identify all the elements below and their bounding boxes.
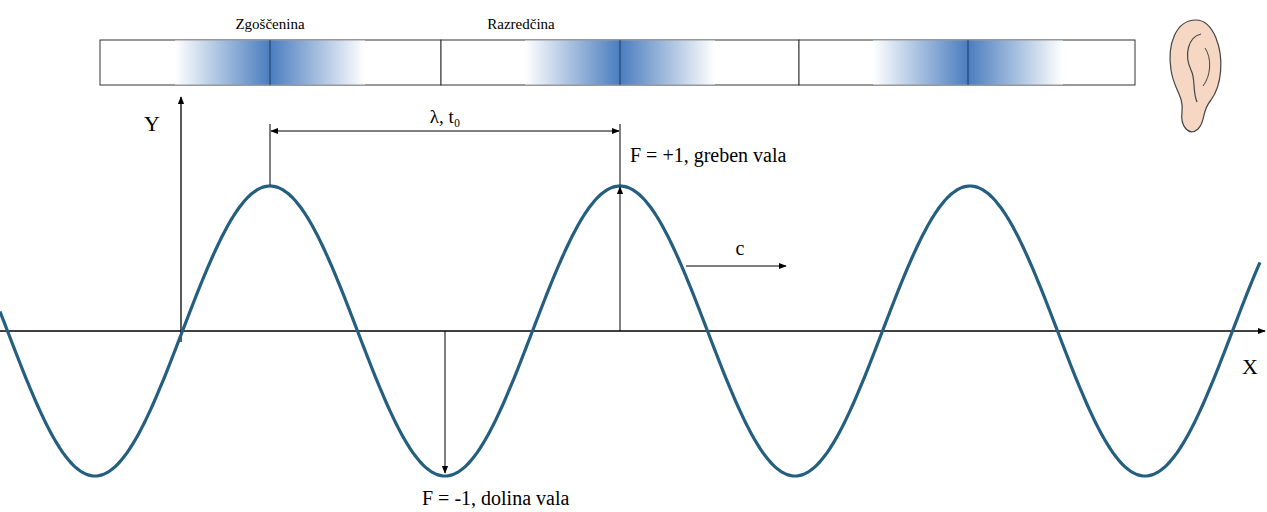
trough-label-holder: F = -1, dolina vala — [420, 487, 571, 509]
wavelength-label: λ, t₀ — [428, 106, 463, 127]
crest-label-holder: F = +1, greben vala — [628, 144, 788, 166]
compression-band — [525, 41, 715, 85]
axis-label: Y — [142, 111, 162, 136]
sine-wave — [0, 186, 1260, 476]
compression-label: Zgoščenina — [233, 16, 306, 32]
air-tube — [100, 40, 1135, 85]
axis-label-holder: Y — [142, 112, 162, 136]
compression-label-holder: Zgoščenina — [233, 15, 306, 33]
ear-fold — [1188, 34, 1201, 102]
x-axis — [0, 330, 1265, 331]
rarefaction-label: Razredčina — [485, 16, 556, 32]
ear-icon — [1170, 20, 1221, 132]
compression-center — [968, 40, 969, 85]
trough-arrow — [445, 331, 446, 473]
dimension-tick — [270, 124, 271, 185]
compression-center — [620, 40, 621, 85]
crest-arrow — [620, 187, 621, 331]
tube-segment — [799, 40, 1135, 85]
compression-center — [270, 40, 271, 85]
ear-outline — [1170, 20, 1221, 132]
crest-label: F = +1, greben vala — [628, 144, 788, 166]
wavelength-label-holder: λ, t₀ — [428, 107, 463, 128]
y-axis — [180, 97, 181, 342]
trough-label: F = -1, dolina vala — [420, 487, 571, 509]
velocity-label-holder: c — [734, 237, 747, 259]
axis-label-holder: X — [1240, 355, 1260, 379]
compression-band — [175, 41, 365, 85]
compression-band — [873, 41, 1063, 85]
axis-label: X — [1240, 354, 1260, 379]
ear-fold — [1203, 48, 1210, 86]
rarefaction-label-holder: Razredčina — [485, 15, 556, 33]
velocity-arrow — [686, 266, 786, 267]
dimension-tick — [620, 124, 621, 185]
tube-segment — [441, 40, 799, 85]
tube-segment — [100, 40, 441, 85]
velocity-label: c — [734, 237, 747, 259]
wavelength-arrow — [271, 131, 619, 132]
